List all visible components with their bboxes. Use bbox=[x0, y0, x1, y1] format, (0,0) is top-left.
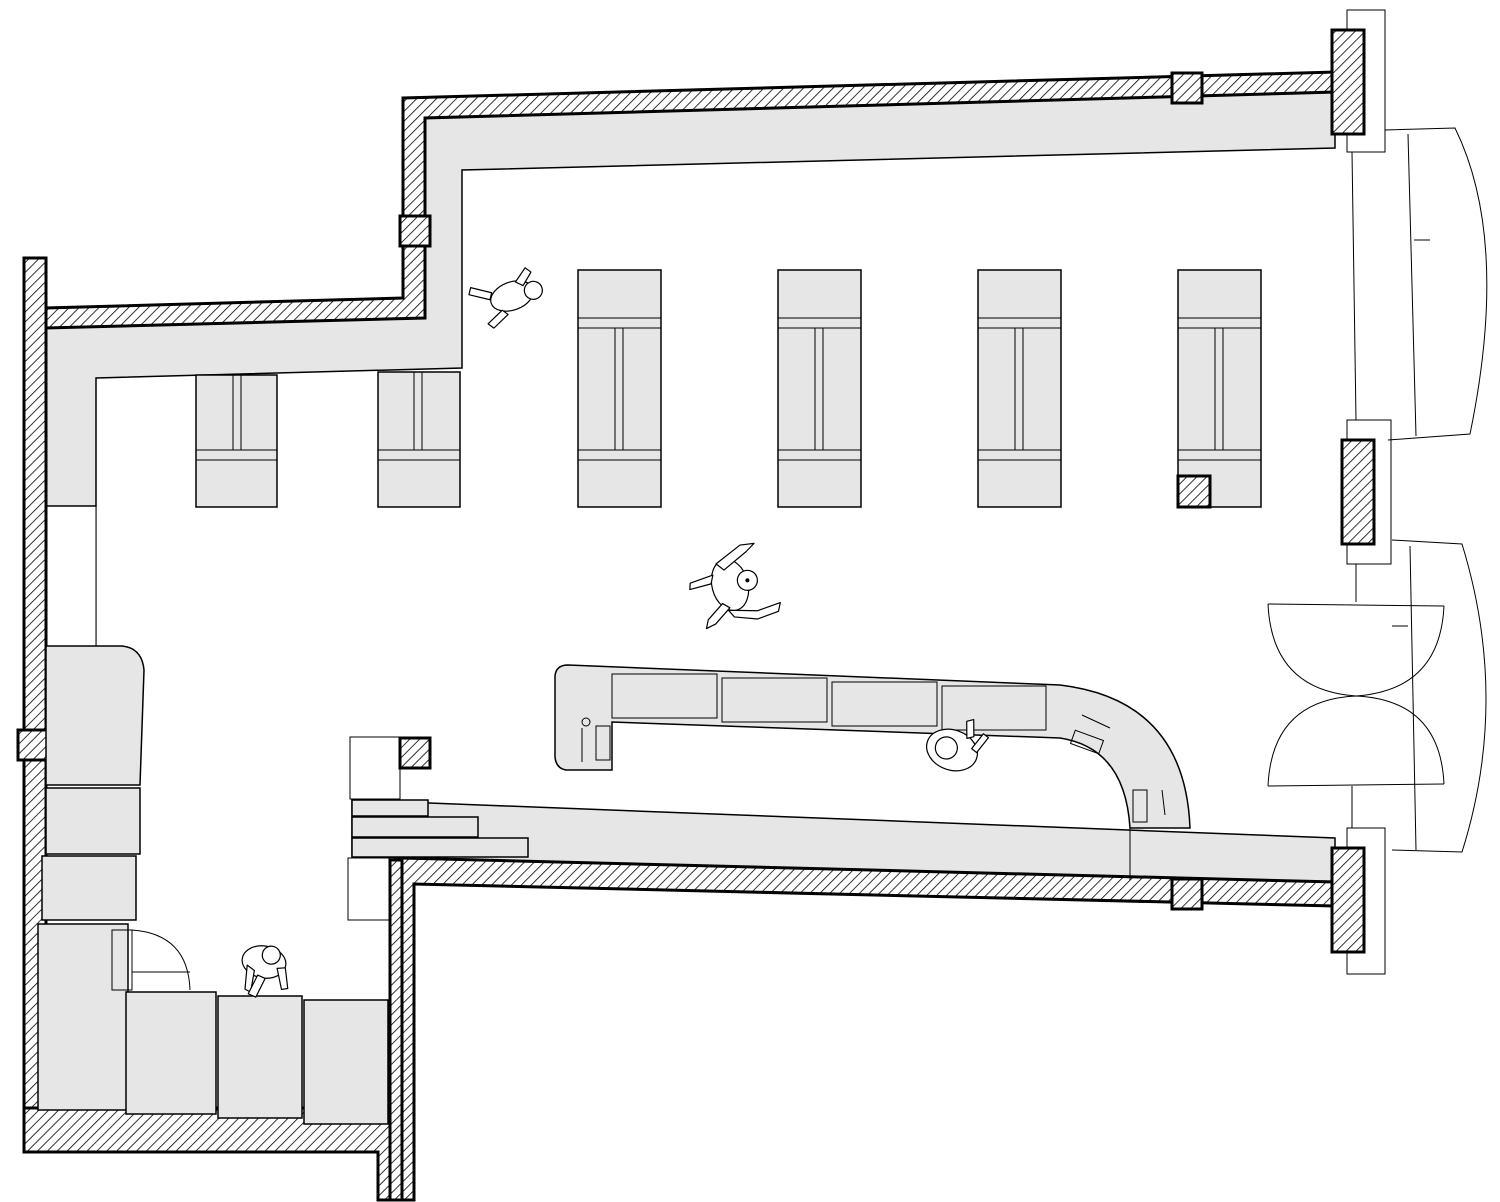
window bbox=[1330, 9, 1392, 975]
register bbox=[1132, 789, 1166, 823]
display-table bbox=[577, 269, 662, 508]
person-figure bbox=[241, 945, 289, 998]
column bbox=[16, 728, 50, 762]
display-table bbox=[1176, 269, 1262, 509]
column bbox=[1170, 877, 1204, 911]
person-figure bbox=[926, 718, 989, 772]
steps bbox=[347, 736, 529, 921]
register bbox=[581, 717, 611, 762]
person-figure bbox=[468, 267, 543, 329]
register bbox=[1069, 714, 1111, 755]
corner-unit bbox=[45, 645, 145, 786]
west-shelving bbox=[37, 505, 145, 1111]
display-table bbox=[777, 269, 862, 508]
column bbox=[1170, 71, 1204, 105]
display-table bbox=[977, 269, 1062, 508]
service-counter bbox=[554, 664, 1191, 880]
inner-vertical-wall bbox=[388, 858, 404, 1202]
entrance-doors bbox=[1267, 603, 1445, 787]
people bbox=[241, 267, 989, 998]
counter-top bbox=[554, 664, 1191, 829]
east-facade bbox=[1267, 9, 1488, 975]
awning bbox=[1391, 539, 1487, 853]
awning bbox=[1384, 127, 1488, 441]
display-tables bbox=[195, 269, 1262, 509]
display-table bbox=[377, 371, 461, 508]
walls bbox=[22, 70, 1337, 1202]
display-table bbox=[195, 374, 278, 508]
column bbox=[398, 214, 432, 248]
person-figure bbox=[689, 542, 781, 630]
south-shelving bbox=[111, 929, 389, 1125]
column bbox=[398, 736, 432, 770]
